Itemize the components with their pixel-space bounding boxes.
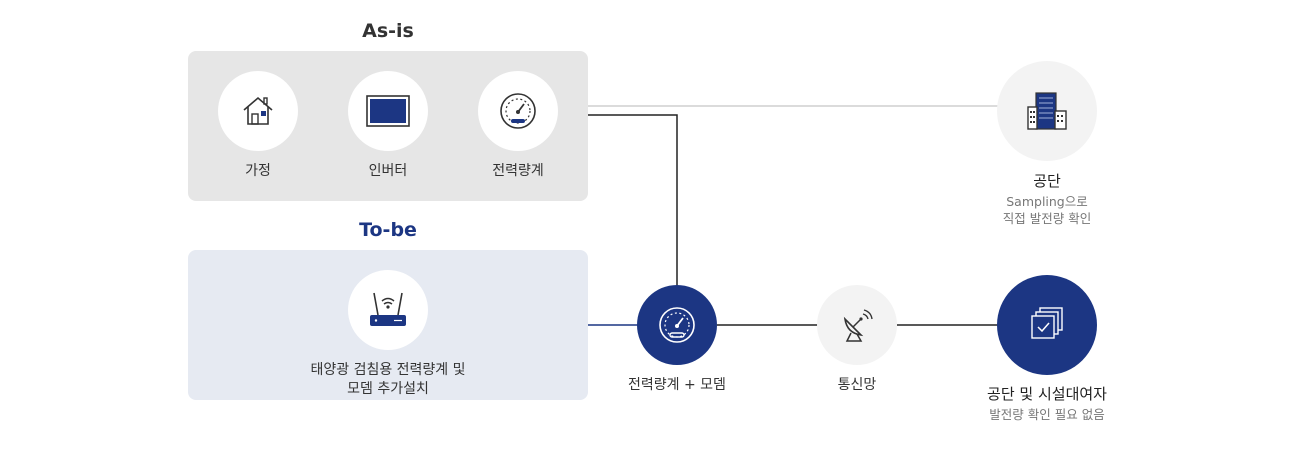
house-label: 가정	[245, 163, 271, 179]
inverter-node	[348, 71, 428, 151]
corp-sub-line2: 직접 발전량 확인	[1002, 211, 1092, 226]
tobe-label-line2: 모뎀 추가설치	[347, 381, 429, 397]
meter-modem-node	[637, 285, 717, 365]
meter-modem-label: 전력량계 + 모뎀	[628, 377, 726, 393]
meter-label: 전력량계	[492, 163, 544, 179]
tobe-label-line1: 태양광 검침용 전력량계 및	[310, 362, 466, 378]
line-meter-to-modem	[558, 114, 678, 286]
meter-node	[478, 71, 558, 151]
corp-target-sub: 발전량 확인 필요 없음	[989, 407, 1105, 422]
corp-sub-line1: Sampling으로	[1006, 194, 1088, 209]
inverter-label: 인버터	[368, 163, 408, 179]
building-icon	[1026, 91, 1068, 131]
meter-icon	[499, 92, 537, 130]
corp-target-label: 공단 및 시설대여자	[987, 385, 1107, 403]
tobe-title: To-be	[359, 219, 417, 241]
network-node	[817, 285, 897, 365]
router-node	[348, 270, 428, 350]
corp-target-node	[997, 275, 1097, 375]
network-label: 통신망	[837, 377, 877, 393]
documents-check-icon	[1028, 306, 1066, 344]
corp-label: 공단	[1033, 172, 1061, 190]
satellite-dish-icon	[839, 307, 875, 343]
house-node	[218, 71, 298, 151]
house-icon	[241, 94, 275, 128]
inverter-icon	[366, 95, 410, 127]
corp-node	[997, 61, 1097, 161]
meter-icon	[658, 306, 696, 344]
router-icon	[368, 291, 408, 329]
asis-title: As-is	[362, 20, 414, 42]
